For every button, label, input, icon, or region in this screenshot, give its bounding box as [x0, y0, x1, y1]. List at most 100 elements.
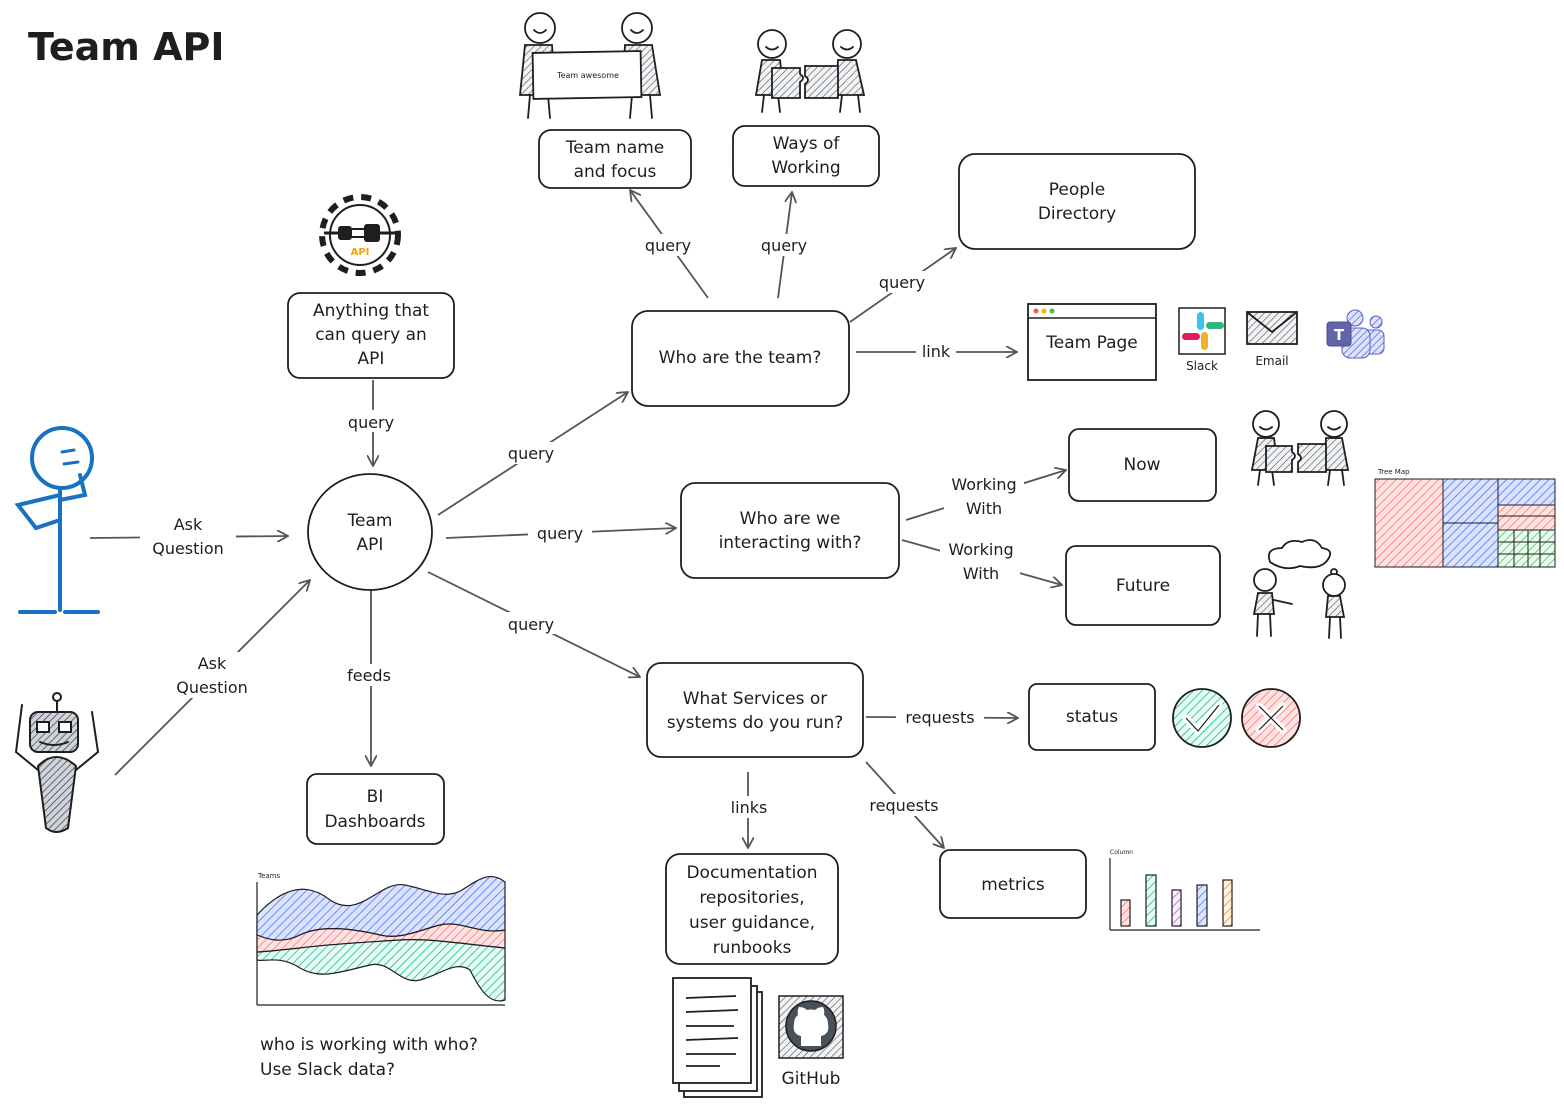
now-node: [1068, 428, 1217, 502]
status-error-icon: [1241, 688, 1301, 748]
text-line: Working: [771, 158, 840, 178]
text-line: and focus: [574, 162, 657, 182]
column-chart-title: Column: [1110, 849, 1133, 856]
robot-illustration: [14, 692, 100, 833]
team-awesome-sign-text: Team awesome: [556, 71, 619, 80]
edge-label-query-services: query: [508, 615, 554, 634]
team-page-node: Team Page: [1027, 303, 1157, 381]
text-line: Team: [347, 511, 393, 531]
text-line: API: [358, 349, 385, 369]
status-node: [1028, 683, 1156, 751]
bi-dashboards-label: BI Dashboards: [324, 787, 425, 832]
human-head: [30, 426, 94, 490]
text-line: Anything that: [313, 301, 429, 321]
future-label: Future: [1116, 576, 1170, 596]
text-line: Working: [951, 475, 1016, 494]
documents-icon: [672, 977, 763, 1098]
text-line: Question: [152, 539, 224, 558]
text-line: What Services or: [683, 689, 828, 709]
ways-of-working-node: [732, 125, 880, 187]
api-badge-icon: API: [319, 194, 401, 276]
teams-chart-title: Teams: [257, 872, 281, 880]
slack-icon: [1178, 307, 1226, 355]
column-chart-illustration: Column: [1109, 849, 1260, 931]
edge-label-links: links: [731, 798, 768, 817]
edge-label-requests-metrics: requests: [869, 796, 938, 815]
text-line: Dashboards: [324, 812, 425, 832]
window-close-dot: [1033, 308, 1039, 314]
text-line: Question: [176, 678, 248, 697]
team-name-focus-node: [538, 129, 692, 189]
text-line: user guidance,: [689, 913, 815, 933]
api-badge-text: API: [351, 247, 370, 258]
text-line: Documentation: [686, 863, 817, 883]
email-icon: [1246, 311, 1298, 345]
github-label: GitHub: [782, 1069, 841, 1089]
email-label: Email: [1255, 354, 1288, 368]
edge-label-query-anything: query: [348, 413, 394, 432]
text-line: who is working with who?: [260, 1035, 478, 1055]
anything-query-node: [287, 292, 455, 379]
ways-of-working-label: Ways of Working: [771, 134, 840, 178]
human-user-illustration: [14, 426, 100, 614]
text-line: interacting with?: [719, 533, 862, 553]
text-line: Use Slack data?: [260, 1060, 395, 1080]
what-services-label: What Services or systems do you run?: [667, 689, 844, 733]
text-line: With: [966, 499, 1002, 518]
who-are-team-label: Who are the team?: [659, 348, 822, 368]
metrics-label: metrics: [981, 875, 1045, 895]
teams-area-chart-illustration: Teams: [256, 872, 506, 1006]
text-line: Working: [948, 540, 1013, 559]
text-line: systems do you run?: [667, 713, 844, 733]
slack-label: Slack: [1186, 359, 1218, 373]
robot-body: [36, 756, 78, 833]
tree-map-illustration: Tree Map: [1374, 468, 1556, 568]
edge-label-query-interacting: query: [537, 524, 583, 543]
tree-map-title: Tree Map: [1377, 468, 1410, 476]
team-api-node: [307, 473, 433, 591]
edge-label-feeds: feeds: [347, 666, 391, 685]
what-services-node: [646, 662, 864, 758]
edge-label-query-ways: query: [761, 236, 807, 255]
future-node: [1065, 545, 1221, 626]
thinking-people-future-illustration: [1252, 539, 1346, 639]
window-minimize-dot: [1041, 308, 1047, 314]
edge-label-link: link: [922, 342, 951, 361]
who-interacting-node: [680, 482, 900, 579]
window-maximize-dot: [1049, 308, 1055, 314]
text-line: Ways of: [773, 134, 841, 154]
bi-dashboards-node: [306, 773, 445, 845]
text-line: BI: [367, 787, 384, 807]
text-line: Ask: [174, 515, 203, 534]
metrics-node: [939, 849, 1087, 919]
now-label: Now: [1123, 455, 1160, 475]
text-line: Ask: [198, 654, 227, 673]
teams-icon: T: [1326, 309, 1385, 359]
diagram-title: Team API: [28, 25, 225, 69]
svg-text:T: T: [1334, 326, 1345, 344]
text-line: People: [1049, 180, 1105, 200]
edge-label-query-team: query: [508, 444, 554, 463]
text-line: API: [357, 535, 384, 555]
edge-label-query-people: query: [879, 273, 925, 292]
team-page-window: [1027, 303, 1157, 381]
team-page-label: Team Page: [1045, 333, 1138, 353]
edge-label-query-team-name: query: [645, 236, 691, 255]
edge-label-requests-status: requests: [905, 708, 974, 727]
documentation-node: [665, 853, 839, 965]
team-awesome-illustration: Team awesome: [519, 12, 662, 119]
status-ok-icon: [1172, 688, 1232, 748]
github-icon: [778, 995, 844, 1059]
text-line: repositories,: [699, 888, 804, 908]
